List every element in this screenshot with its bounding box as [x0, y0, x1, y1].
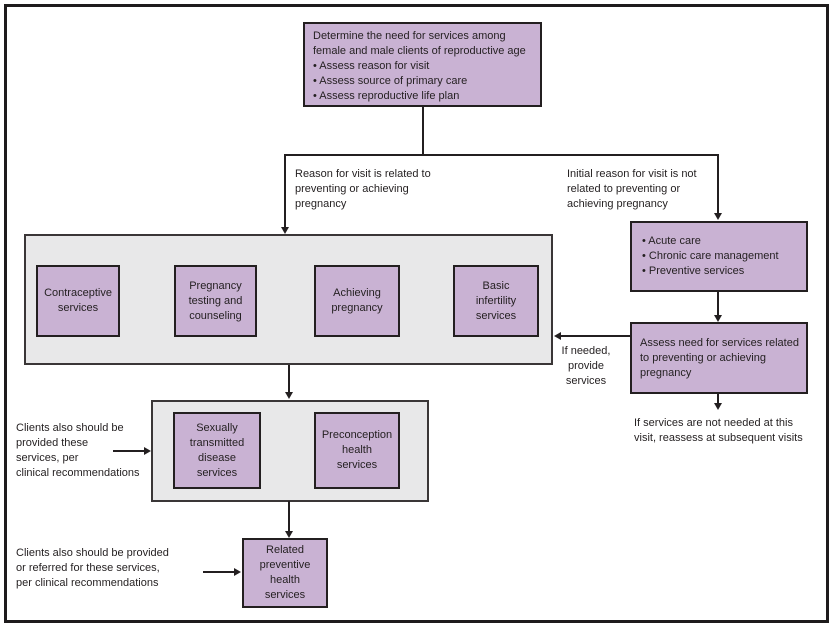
arrowhead-right-icon: [234, 568, 241, 576]
connector-right-drop-line: [717, 154, 719, 213]
arrowhead-left-icon: [554, 332, 561, 340]
note-if-needed-provide-services: If needed, provide services: [561, 345, 611, 387]
connector-additional-to-related-line: [288, 501, 290, 531]
node-determine-need: Determine the need for services among fe…: [303, 22, 542, 107]
connector-acute-to-assess-line: [717, 292, 719, 315]
node-acute-chronic-preventive: • Acute care • Chronic care management •…: [630, 221, 808, 292]
arrowhead-right-icon: [144, 447, 151, 455]
arrowhead-down-icon: [714, 403, 722, 410]
arrowhead-down-icon: [714, 213, 722, 220]
connector-assess-to-services-line: [561, 335, 630, 337]
connector-note1-line: [113, 450, 144, 452]
arrowhead-down-icon: [281, 227, 289, 234]
arrowhead-down-icon: [714, 315, 722, 322]
connector-stem-line: [422, 107, 424, 156]
note-clients-provided: Clients also should be provided these se…: [16, 422, 140, 479]
node-contraceptive-services: Contraceptive services: [36, 265, 120, 337]
label-reason-related: Reason for visit is related to preventin…: [295, 168, 431, 210]
note-reassess-subsequent-visits: If services are not needed at this visit…: [634, 417, 803, 444]
node-achieving-pregnancy: Achieving pregnancy: [314, 265, 400, 337]
connector-left-drop-line: [284, 154, 286, 227]
arrowhead-down-icon: [285, 392, 293, 399]
node-assess-need: Assess need for services related to prev…: [630, 322, 808, 394]
node-std-services: Sexually transmitted disease services: [173, 412, 261, 489]
note-clients-provided-referred: Clients also should be provided or refer…: [16, 547, 169, 589]
node-pregnancy-testing-counseling: Pregnancy testing and counseling: [174, 265, 257, 337]
outer-frame: [4, 4, 829, 623]
arrowhead-down-icon: [285, 531, 293, 538]
label-reason-not-related: Initial reason for visit is not related …: [567, 168, 697, 210]
node-basic-infertility-services: Basic infertility services: [453, 265, 539, 337]
connector-branch-line: [284, 154, 719, 156]
node-preconception-health-services: Preconception health services: [314, 412, 400, 489]
connector-assess-down-line: [717, 394, 719, 403]
node-related-preventive-health-services: Related preventive health services: [242, 538, 328, 608]
connector-services-to-additional-line: [288, 365, 290, 392]
connector-note2-line: [203, 571, 234, 573]
